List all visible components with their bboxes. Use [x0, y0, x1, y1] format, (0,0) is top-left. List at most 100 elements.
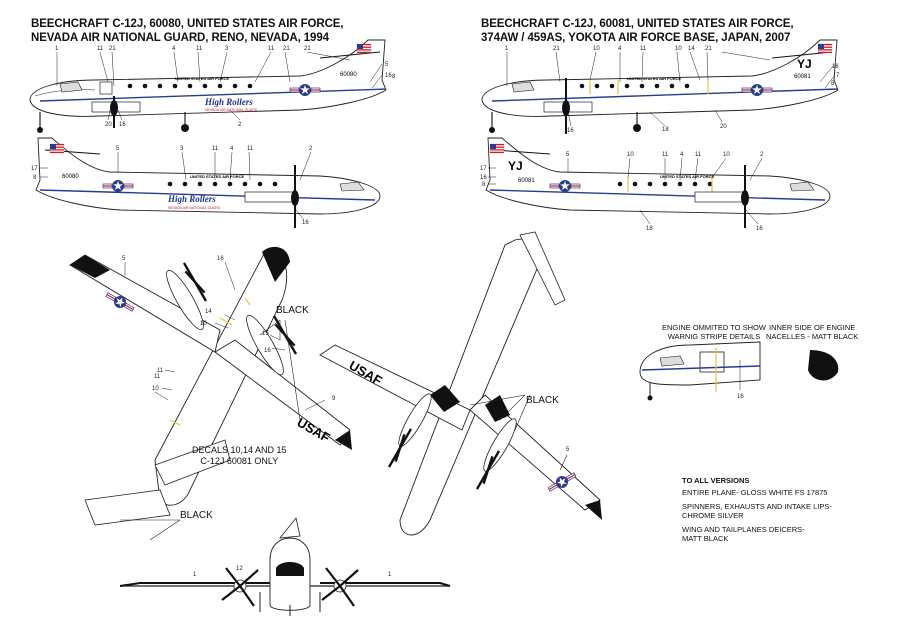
svg-text:4: 4 — [680, 152, 684, 158]
svg-text:20: 20 — [105, 122, 112, 128]
svg-text:21: 21 — [109, 46, 116, 52]
svg-text:16: 16 — [756, 226, 763, 232]
profile-60080-right: UNITED STATES AIR FORCE 60080 High Rolle… — [31, 137, 381, 228]
svg-text:1: 1 — [193, 572, 197, 578]
svg-text:17: 17 — [480, 166, 487, 172]
svg-text:8: 8 — [482, 182, 486, 188]
svg-text:2: 2 — [309, 146, 313, 152]
svg-text:21: 21 — [553, 46, 560, 52]
all-versions-notes: TO ALL VERSIONS ENTIRE PLANE- GLOSS WHIT… — [682, 476, 832, 548]
svg-text:2: 2 — [760, 152, 764, 158]
callouts-p8: 12 1 1 — [193, 566, 392, 578]
svg-text:10: 10 — [152, 386, 159, 392]
svg-text:11: 11 — [97, 46, 104, 52]
svg-text:16: 16 — [832, 64, 839, 70]
note-paint: ENTIRE PLANE- GLOSS WHITE FS 17875 — [682, 488, 828, 497]
black-label-3: BLACK — [180, 510, 213, 521]
svg-text:16: 16 — [302, 220, 309, 226]
svg-text:10: 10 — [723, 152, 730, 158]
serial-p4: 60081 — [518, 178, 535, 184]
svg-text:4: 4 — [230, 146, 234, 152]
svg-text:10: 10 — [627, 152, 634, 158]
svg-text:4: 4 — [618, 46, 622, 52]
caption-left: BEECHCRAFT C-12J, 60080, UNITED STATES A… — [31, 17, 344, 45]
note-spinners: SPINNERS, EXHAUSTS AND INTAKE LIPS- CHRO… — [682, 502, 832, 520]
svg-text:9: 9 — [332, 396, 336, 402]
svg-text:16: 16 — [385, 73, 392, 79]
note-deicers: WING AND TAILPLANES DEICERS- MATT BLACK — [682, 525, 805, 543]
fuselage-title-p4: UNITED STATES AIR FORCE — [660, 174, 714, 179]
svg-text:11: 11 — [154, 374, 161, 380]
svg-text:11: 11 — [695, 152, 702, 158]
caption-right: BEECHCRAFT C-12J, 60081, UNITED STATES A… — [481, 17, 794, 45]
callouts-p3: 17 8 5 3 11 4 11 2 16 — [31, 146, 313, 226]
svg-text:1: 1 — [55, 46, 59, 52]
svg-text:12: 12 — [236, 566, 243, 572]
caption-left-line2: NEVADA AIR NATIONAL GUARD, RENO, NEVADA,… — [31, 32, 329, 44]
svg-text:3: 3 — [180, 146, 184, 152]
svg-text:8: 8 — [33, 175, 37, 181]
svg-text:16: 16 — [264, 348, 271, 354]
svg-text:21: 21 — [304, 46, 311, 52]
tail-code-p2: YJ — [797, 57, 812, 71]
caption-left-line1: BEECHCRAFT C-12J, 60080, UNITED STATES A… — [31, 18, 344, 30]
svg-text:16: 16 — [217, 256, 224, 262]
svg-text:11: 11 — [268, 46, 275, 52]
plan-view-bottom: USAF 5 — [319, 231, 602, 536]
svg-text:5: 5 — [385, 62, 389, 68]
all-versions-heading: TO ALL VERSIONS — [682, 476, 750, 485]
svg-text:18: 18 — [646, 226, 653, 232]
caption-right-line2: 374AW / 459AS, YOKOTA AIR FORCE BASE, JA… — [481, 32, 791, 44]
svg-text:2: 2 — [238, 122, 242, 128]
svg-text:5: 5 — [566, 447, 570, 453]
callouts-p6: 5 — [566, 447, 570, 453]
svg-text:11: 11 — [662, 152, 669, 158]
svg-text:5: 5 — [566, 152, 570, 158]
serial-p1: 60080 — [340, 72, 357, 78]
fuselage-title-p3: UNITED STATES AIR FORCE — [190, 174, 244, 179]
svg-text:16: 16 — [567, 128, 574, 134]
svg-text:21: 21 — [283, 46, 290, 52]
svg-text:5: 5 — [116, 146, 120, 152]
caption-right-line1: BEECHCRAFT C-12J, 60081, UNITED STATES A… — [481, 18, 794, 30]
svg-text:18: 18 — [662, 127, 669, 133]
serial-p3: 60080 — [62, 174, 79, 180]
svg-text:11: 11 — [640, 46, 647, 52]
svg-text:17: 17 — [31, 166, 38, 172]
svg-text:10: 10 — [200, 321, 207, 327]
svg-text:4: 4 — [172, 46, 176, 52]
black-label-2: BLACK — [526, 395, 559, 406]
svg-text:1: 1 — [388, 572, 392, 578]
svg-text:14: 14 — [205, 309, 212, 315]
serial-p2: 60081 — [794, 74, 811, 80]
callouts-p7: 16 — [737, 394, 744, 400]
svg-text:3: 3 — [225, 46, 229, 52]
profile-60080-left: UNITED STATES AIR FORCE 60080 High Rolle… — [29, 39, 396, 133]
svg-text:15: 15 — [262, 331, 269, 337]
unit-sub-p3: NEVADA AIR NATIONAL GUARD — [168, 206, 221, 210]
unit-logo-p1: High Rollers — [204, 97, 253, 107]
svg-text:11: 11 — [157, 368, 164, 374]
decals-note: DECALS 10,14 AND 15 C-12J 60081 ONLY — [192, 445, 287, 466]
svg-text:21: 21 — [705, 46, 712, 52]
svg-text:11: 11 — [212, 146, 219, 152]
tail-code-p4: YJ — [508, 159, 523, 173]
svg-text:10: 10 — [593, 46, 600, 52]
svg-text:1: 1 — [505, 46, 509, 52]
nacelle-note: INNER SIDE OF ENGINE NACELLES - MATT BLA… — [766, 323, 859, 341]
svg-text:8: 8 — [392, 74, 396, 80]
engine-note: ENGINE OMMITED TO SHOW WARNIG STRIPE DET… — [662, 323, 766, 341]
svg-text:7: 7 — [836, 73, 840, 79]
svg-text:11: 11 — [247, 146, 254, 152]
svg-text:16: 16 — [119, 122, 126, 128]
svg-text:8: 8 — [831, 81, 835, 87]
svg-text:16: 16 — [480, 175, 487, 181]
